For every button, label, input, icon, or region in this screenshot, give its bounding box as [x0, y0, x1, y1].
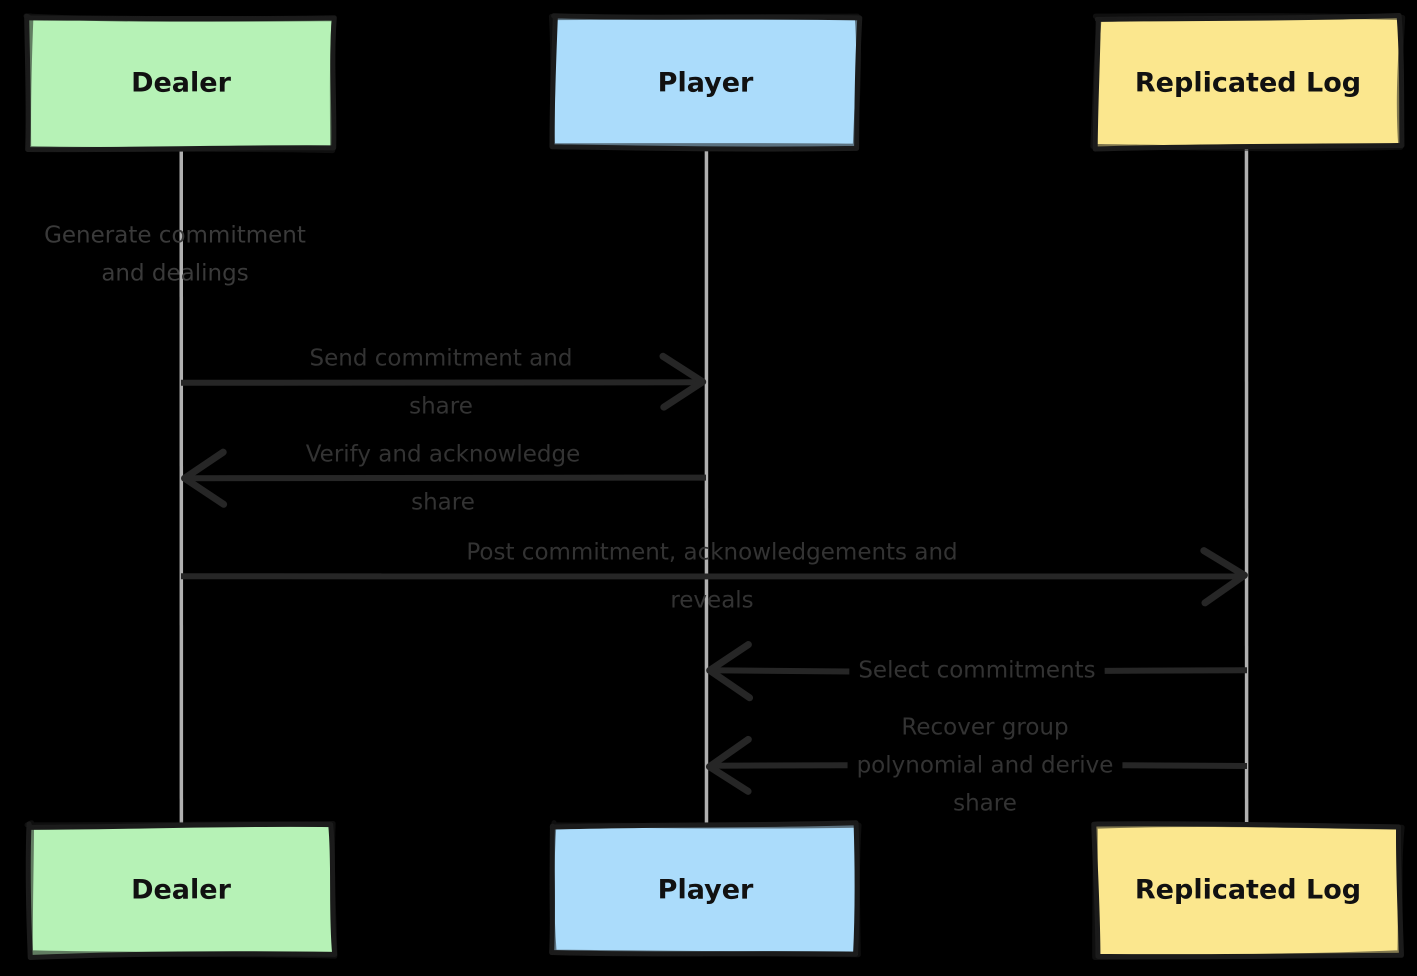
msg-select-commitments-arrowhead	[706, 641, 754, 702]
msg-post-commitment-acknowledgements-reveals-label: Post commitment, acknowledgements and rev…	[466, 540, 957, 614]
msg-send-commitment-and-share-label-line-1: share	[409, 394, 473, 420]
participant-label-player: Player	[658, 875, 754, 906]
msg-select-commitments-label-line-0: Select commitments	[858, 658, 1095, 684]
participant-box-player-top[interactable]: Player	[548, 13, 863, 152]
msg-recover-group-polynomial-derive-share-label-line-1: polynomial and derive	[857, 753, 1114, 779]
msg-recover-group-polynomial-derive-share-label: Recover group polynomial and derive share	[857, 715, 1114, 817]
participant-box-dealer-bottom[interactable]: Dealer	[24, 820, 338, 961]
participant-box-outline2-dealer	[24, 820, 338, 959]
participant-box-replicated-log-top[interactable]: Replicated Log	[1090, 12, 1406, 152]
msg-verify-and-acknowledge-share-label: Verify and acknowledge share	[306, 442, 581, 516]
msg-post-commitment-acknowledgements-reveals-arrowhead	[1200, 547, 1248, 607]
msg-recover-group-polynomial-derive-share-arrowhead	[705, 735, 752, 795]
participant-box-fill-player	[553, 825, 858, 955]
participant-label-player: Player	[658, 68, 754, 99]
msg-verify-and-acknowledge-share-line-0	[183, 474, 707, 482]
msg-send-commitment-and-share[interactable]	[180, 352, 707, 411]
participant-box-fill-replicated-log	[1096, 18, 1400, 148]
participant-box-fill-dealer	[29, 18, 333, 148]
participant-box-dealer-top[interactable]: Dealer	[23, 13, 337, 154]
participant-box-outline2-replicated-log	[1092, 821, 1405, 960]
note-generate-line-0: Generate commitment	[44, 223, 306, 249]
msg-verify-and-acknowledge-share-label-line-1: share	[411, 490, 475, 516]
msg-recover-group-polynomial-derive-share-line-1	[1122, 762, 1248, 770]
msg-select-commitments-label: Select commitments	[858, 658, 1095, 684]
msg-recover-group-polynomial-derive-share-label-line-0: Recover group	[901, 715, 1068, 741]
lifelines-layer	[179, 147, 1249, 830]
msg-post-commitment-acknowledgements-reveals-label-line-0: Post commitment, acknowledgements and	[466, 540, 957, 566]
participant-box-outline2-replicated-log	[1090, 12, 1406, 152]
msg-select-commitments-line-0	[708, 667, 850, 675]
participant-label-replicated-log: Replicated Log	[1135, 68, 1361, 99]
note-generate-line-1: and dealings	[101, 261, 248, 287]
msg-send-commitment-and-share-label: Send commitment and share	[310, 346, 573, 420]
msg-recover-group-polynomial-derive-share[interactable]	[705, 735, 1248, 795]
participant-label-dealer: Dealer	[131, 875, 232, 906]
msg-post-commitment-acknowledgements-reveals-label-line-1: reveals	[670, 588, 753, 614]
messages-layer	[180, 352, 1248, 795]
msg-post-commitment-acknowledgements-reveals[interactable]	[180, 547, 1248, 607]
msg-select-commitments-line-1	[1104, 667, 1248, 674]
participant-box-fill-dealer	[29, 825, 333, 955]
participant-box-outline2-player	[548, 13, 862, 149]
msg-verify-and-acknowledge-share-arrowhead	[181, 448, 228, 508]
participant-label-replicated-log: Replicated Log	[1135, 875, 1361, 906]
participant-box-fill-replicated-log	[1096, 825, 1400, 955]
msg-recover-group-polynomial-derive-share-label-line-2: share	[953, 791, 1017, 817]
msg-send-commitment-and-share-arrowhead	[659, 352, 707, 411]
participant-box-outline2-dealer	[23, 13, 337, 154]
participant-box-player-bottom[interactable]: Player	[549, 820, 862, 958]
participant-label-dealer: Dealer	[131, 68, 232, 99]
note-generate: Generate commitment and dealings	[44, 223, 306, 287]
msg-verify-and-acknowledge-share[interactable]	[181, 448, 707, 508]
participant-box-outline2-player	[549, 820, 862, 958]
msg-send-commitment-and-share-label-line-0: Send commitment and	[310, 346, 573, 372]
participant-box-fill-player	[553, 18, 858, 148]
msg-verify-and-acknowledge-share-label-line-0: Verify and acknowledge	[306, 442, 581, 468]
msg-select-commitments[interactable]	[706, 641, 1248, 702]
participant-box-replicated-log-bottom[interactable]: Replicated Log	[1091, 821, 1405, 960]
